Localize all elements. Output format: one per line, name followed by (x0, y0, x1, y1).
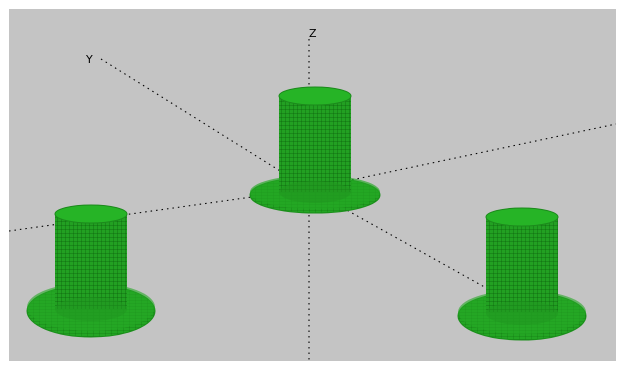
hat-top (278, 86, 352, 106)
hat-crown (486, 217, 558, 312)
hat-top (54, 204, 128, 224)
y-axis-back (100, 58, 310, 190)
hat-crown (279, 96, 351, 192)
scene-canvas[interactable] (9, 9, 616, 361)
z-axis-label: Z (309, 27, 317, 40)
y-axis-label: Y (86, 53, 93, 66)
top-hat-right[interactable] (457, 207, 587, 341)
top-hat-center[interactable] (249, 86, 381, 214)
hat-crown (55, 214, 127, 309)
top-hat-left[interactable] (26, 204, 156, 338)
3d-viewport[interactable]: Z Y (9, 9, 616, 361)
hat-top (485, 207, 559, 227)
